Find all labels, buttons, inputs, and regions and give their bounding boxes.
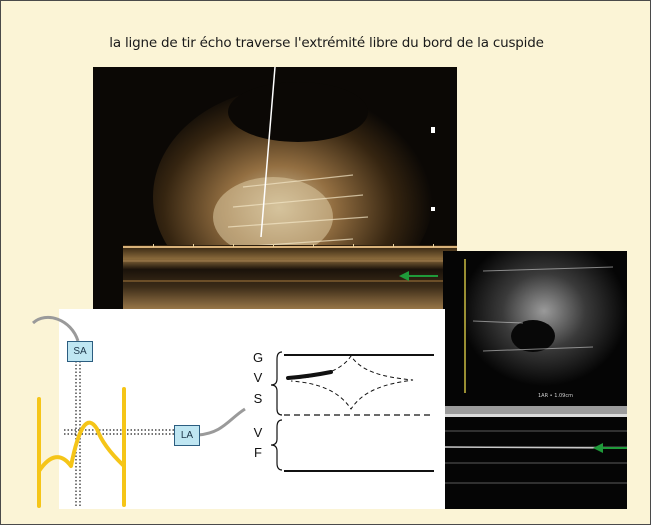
layer-label-s: S	[253, 391, 263, 406]
echo-image-mmode: 1AR • 1.09cm	[443, 251, 627, 509]
echo-image-mmode-drawing: 1AR • 1.09cm	[443, 251, 627, 509]
figure-caption: la ligne de tir écho traverse l'extrémit…	[109, 35, 544, 51]
echo-image-2d	[93, 67, 457, 315]
echo-image-2d-drawing	[93, 67, 457, 315]
layer-label-g: G	[252, 350, 264, 365]
layer-label-v-top: V	[253, 370, 263, 385]
layer-label-v-bottom: V	[253, 425, 263, 440]
svg-text:1AR • 1.09cm: 1AR • 1.09cm	[538, 393, 573, 399]
probe-long-axis-box: LA	[174, 425, 200, 446]
layer-label-f: F	[254, 445, 262, 460]
schematic-panel	[59, 309, 445, 509]
probe-short-axis-box: SA	[67, 341, 93, 362]
